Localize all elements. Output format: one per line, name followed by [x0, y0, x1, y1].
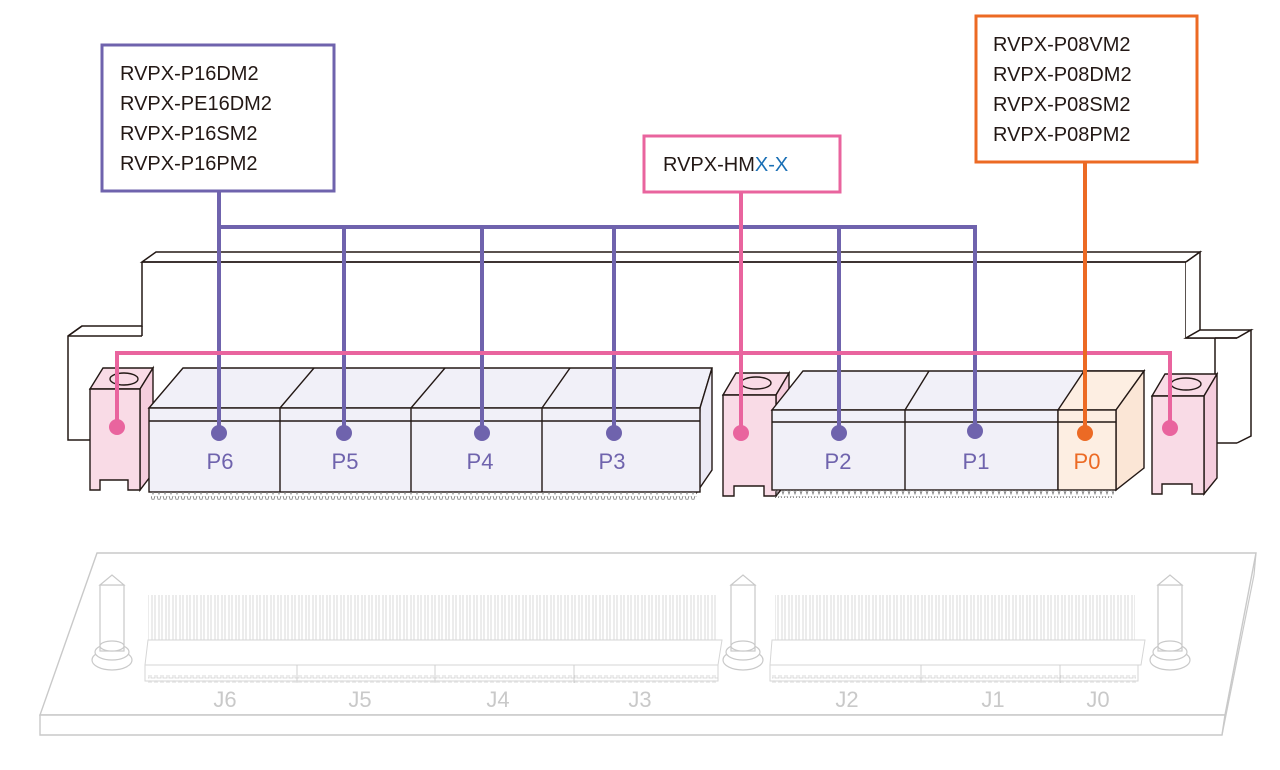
backplane-board: J6 J5 J4 J3 J2 J1 J0: [39, 552, 1257, 736]
port-dot-p4: [474, 425, 490, 441]
guide-pin-center: [722, 574, 764, 671]
connector-label-j5: J5: [348, 687, 371, 712]
model-name: RVPX-P16DM2: [120, 63, 259, 85]
model-variable-suffix: X-X: [755, 154, 788, 176]
model-name: RVPX-P08PM2: [993, 124, 1130, 146]
guide-pin-right: [1149, 574, 1191, 671]
port-dot-p1: [967, 423, 983, 439]
guide-pin-left: [91, 574, 133, 671]
connector-label-j1: J1: [981, 687, 1004, 712]
port-label-p0: P0: [1074, 449, 1101, 474]
guide-dot-center: [733, 425, 749, 441]
port-label-p5: P5: [332, 449, 359, 474]
guide-dot-left: [109, 419, 125, 435]
port-label-p1: P1: [963, 449, 990, 474]
port-dot-p3: [606, 425, 622, 441]
port-dot-p5: [336, 425, 352, 441]
connector-label-j6: J6: [213, 687, 236, 712]
model-name: RVPX-P16SM2: [120, 123, 257, 145]
pink-leader-lines: [115, 192, 1172, 433]
callout-orange: RVPX-P08VM2 RVPX-P08DM2 RVPX-P08SM2 RVPX…: [974, 14, 1199, 164]
backplane-connector-block-left: [144, 595, 723, 683]
port-label-p4: P4: [467, 449, 494, 474]
callout-pink: RVPX-HMX-X: [642, 134, 842, 194]
purple-leader-lines: [217, 191, 977, 433]
port-label-p2: P2: [825, 449, 852, 474]
model-name: RVPX-P16PM2: [120, 153, 257, 175]
model-name: RVPX-HMX-X: [663, 154, 788, 176]
port-label-p6: P6: [207, 449, 234, 474]
connector-label-j3: J3: [628, 687, 651, 712]
card-connector-block-left: [147, 367, 713, 500]
connector-label-j2: J2: [835, 687, 858, 712]
callout-purple: RVPX-P16DM2 RVPX-PE16DM2 RVPX-P16SM2 RVP…: [100, 43, 336, 193]
guide-module-right: [1150, 371, 1219, 496]
model-name: RVPX-PE16DM2: [120, 93, 272, 115]
model-prefix: RVPX-HM: [663, 154, 755, 176]
connector-label-j4: J4: [486, 687, 509, 712]
port-label-p3: P3: [599, 449, 626, 474]
model-name: RVPX-P08VM2: [993, 34, 1130, 56]
guide-module-left: [88, 365, 155, 493]
connector-label-j0: J0: [1086, 687, 1109, 712]
port-dot-p6: [211, 425, 227, 441]
backplane-connector-block-right: [769, 595, 1146, 683]
model-name: RVPX-P08SM2: [993, 94, 1130, 116]
port-dot-p2: [831, 425, 847, 441]
port-dot-p0: [1077, 425, 1093, 441]
guide-dot-right: [1162, 420, 1178, 436]
model-name: RVPX-P08DM2: [993, 64, 1132, 86]
